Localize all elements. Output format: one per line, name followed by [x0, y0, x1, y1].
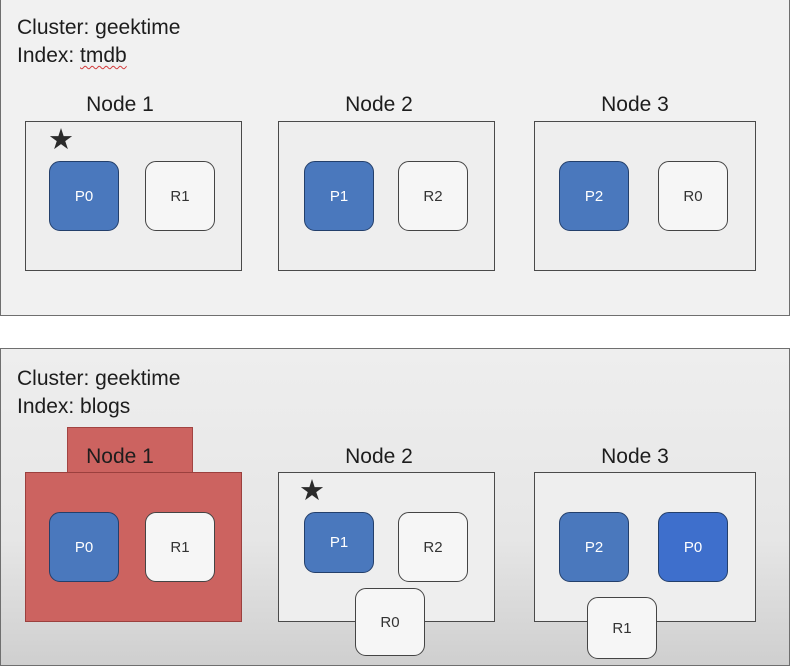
bottom-cluster-name: Cluster: geektime [17, 367, 181, 390]
top-node-3-label: Node 3 [601, 93, 669, 116]
top-node-1-shard-p0: P0 [49, 161, 119, 231]
top-node-2-label: Node 2 [345, 93, 413, 116]
top-index-name: tmdb [80, 44, 127, 67]
top-node-2-shard-r2: R2 [398, 161, 468, 231]
bottom-node-3-label: Node 3 [601, 445, 669, 468]
top-node-3-shard-p2: P2 [559, 161, 629, 231]
bottom-index-line: Index: blogs [17, 395, 131, 418]
bottom-node-1-label: Node 1 [86, 445, 154, 468]
failed-node-1-tab [67, 427, 193, 473]
bottom-node-2-shard-r2: R2 [398, 512, 468, 582]
top-node-1-shard-r1: R1 [145, 161, 215, 231]
bottom-node-2-shard-r0: R0 [355, 588, 425, 656]
bottom-node-1-shard-r1: R1 [145, 512, 215, 582]
top-cluster-info: Cluster: geektime Index: tmdb [17, 14, 180, 70]
bottom-node-3-shard-r1: R1 [587, 597, 657, 659]
bottom-node-1-shard-p0: P0 [49, 512, 119, 582]
bottom-node-2-label: Node 2 [345, 445, 413, 468]
top-node-1-label: Node 1 [86, 93, 154, 116]
bottom-node-3-shard-p2: P2 [559, 512, 629, 582]
top-index-line: Index: tmdb [17, 42, 180, 70]
bottom-node-2-shard-p1: P1 [304, 512, 374, 573]
star-icon: ★ [48, 124, 74, 156]
top-node-3-shard-r0: R0 [658, 161, 728, 231]
star-icon: ★ [299, 475, 325, 507]
top-cluster-name: Cluster: geektime [17, 16, 181, 39]
bottom-node-3-shard-p0: P0 [658, 512, 728, 582]
top-index-prefix: Index: [17, 44, 81, 67]
top-node-2-shard-p1: P1 [304, 161, 374, 231]
bottom-cluster-info: Cluster: geektime Index: blogs [17, 365, 180, 421]
